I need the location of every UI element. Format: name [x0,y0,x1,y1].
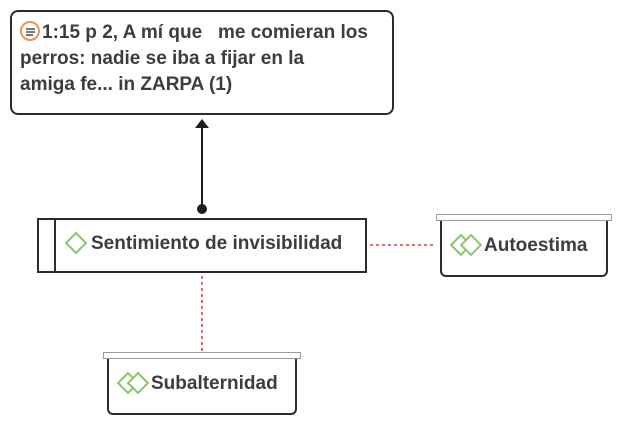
code-stack-top [436,214,612,221]
code-node-autoestima[interactable]: Autoestima [436,214,612,277]
quotation-text-block: 1:15 p 2, A mí que me comieran los perro… [20,20,382,98]
code-stack-body: Subalternidad [107,359,297,415]
code-node-sentimiento-de-invisibilidad[interactable]: Sentimiento de invisibilidad [37,218,367,273]
quote-link-endpoint [197,204,207,214]
code-label-autoestima: Autoestima [484,235,588,256]
code-label-sentimiento: Sentimiento de invisibilidad [91,233,343,254]
code-diamond-icon [64,231,88,255]
code-stack-body: Autoestima [440,221,608,277]
quotation-node[interactable]: 1:15 p 2, A mí que me comieran los perro… [10,10,394,115]
code-stack-top [103,352,301,359]
code-node-side-bar [54,220,56,271]
code-label-subalternidad: Subalternidad [151,373,278,394]
quotation-text: 1:15 p 2, A mí que me comieran los perro… [20,22,368,95]
quote-link-arrowhead [195,119,209,128]
document-lines-icon [20,21,40,41]
code-node-subalternidad[interactable]: Subalternidad [103,352,301,415]
